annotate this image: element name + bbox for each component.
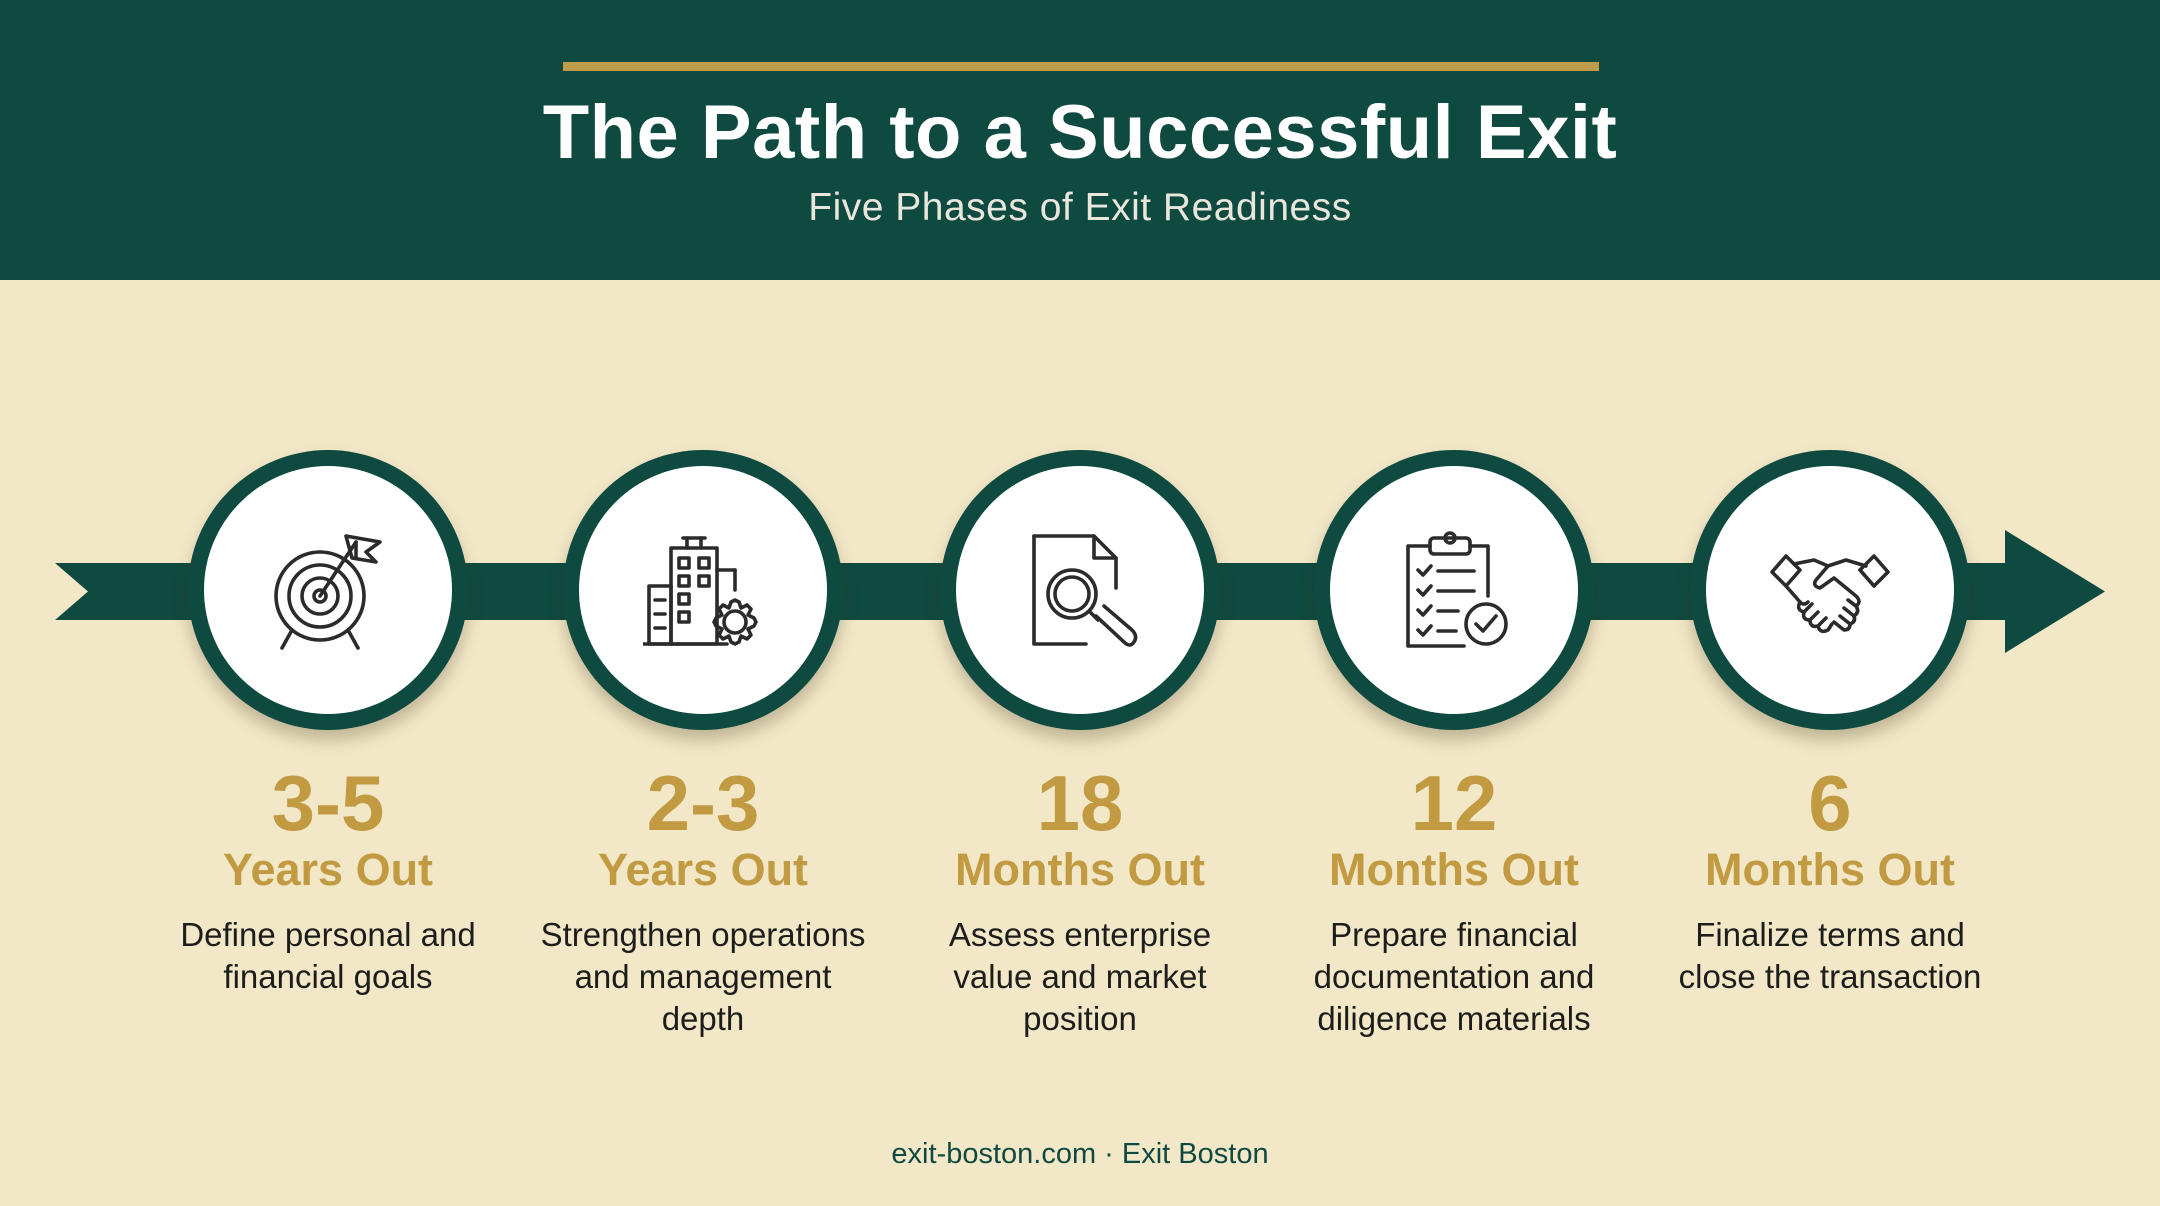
phase-number: 18 bbox=[1036, 759, 1124, 847]
phase-description: Define personal and financial goals bbox=[180, 916, 476, 995]
timeline-arrow-head bbox=[2005, 530, 2105, 653]
handshake-icon bbox=[1770, 554, 1890, 634]
phase-3: 18 Months Out Assess enterprise value an… bbox=[890, 0, 1270, 1206]
phase-number: 12 bbox=[1410, 759, 1498, 847]
phase-circle bbox=[1314, 450, 1594, 730]
phase-4: 12 Months Out Prepare financial document… bbox=[1264, 0, 1644, 1206]
phase-description: Finalize terms and close the transaction bbox=[1678, 916, 1982, 995]
phase-unit: Months Out bbox=[1705, 844, 1955, 895]
page-title: The Path to a Successful Exit bbox=[542, 90, 1618, 175]
clipboard-checklist-icon bbox=[1406, 531, 1508, 648]
target-flag-icon bbox=[274, 534, 382, 650]
phase-number: 2-3 bbox=[646, 759, 760, 847]
phase-unit: Years Out bbox=[222, 844, 434, 895]
page-subtitle: Five Phases of Exit Readiness bbox=[808, 186, 1352, 229]
phase-description: Assess enterprise value and market posit… bbox=[948, 916, 1212, 1037]
phase-description: Strengthen operations and management dep… bbox=[540, 916, 866, 1037]
phase-circle bbox=[563, 450, 843, 730]
footer-credit: exit-boston.com · Exit Boston bbox=[891, 1138, 1269, 1170]
header-gold-rule bbox=[563, 62, 1599, 71]
document-magnifier-icon bbox=[1032, 534, 1138, 647]
phase-1: 3-5 Years Out Define personal and financ… bbox=[138, 0, 518, 1206]
phase-number: 6 bbox=[1808, 759, 1852, 847]
phase-circle bbox=[940, 450, 1220, 730]
phase-number: 3-5 bbox=[271, 759, 385, 847]
phase-circle bbox=[188, 450, 468, 730]
phase-unit: Months Out bbox=[955, 844, 1205, 895]
phase-description: Prepare financial documentation and dili… bbox=[1313, 916, 1595, 1037]
building-gear-icon bbox=[643, 536, 758, 646]
header-banner: The Path to a Successful Exit Five Phase… bbox=[0, 0, 2160, 280]
phase-2: 2-3 Years Out Strengthen operations and … bbox=[513, 0, 893, 1206]
phase-unit: Months Out bbox=[1329, 844, 1579, 895]
phase-circle bbox=[1690, 450, 1970, 730]
phase-unit: Years Out bbox=[597, 844, 809, 895]
phase-5: 6 Months Out Finalize terms and close th… bbox=[1640, 0, 2020, 1206]
